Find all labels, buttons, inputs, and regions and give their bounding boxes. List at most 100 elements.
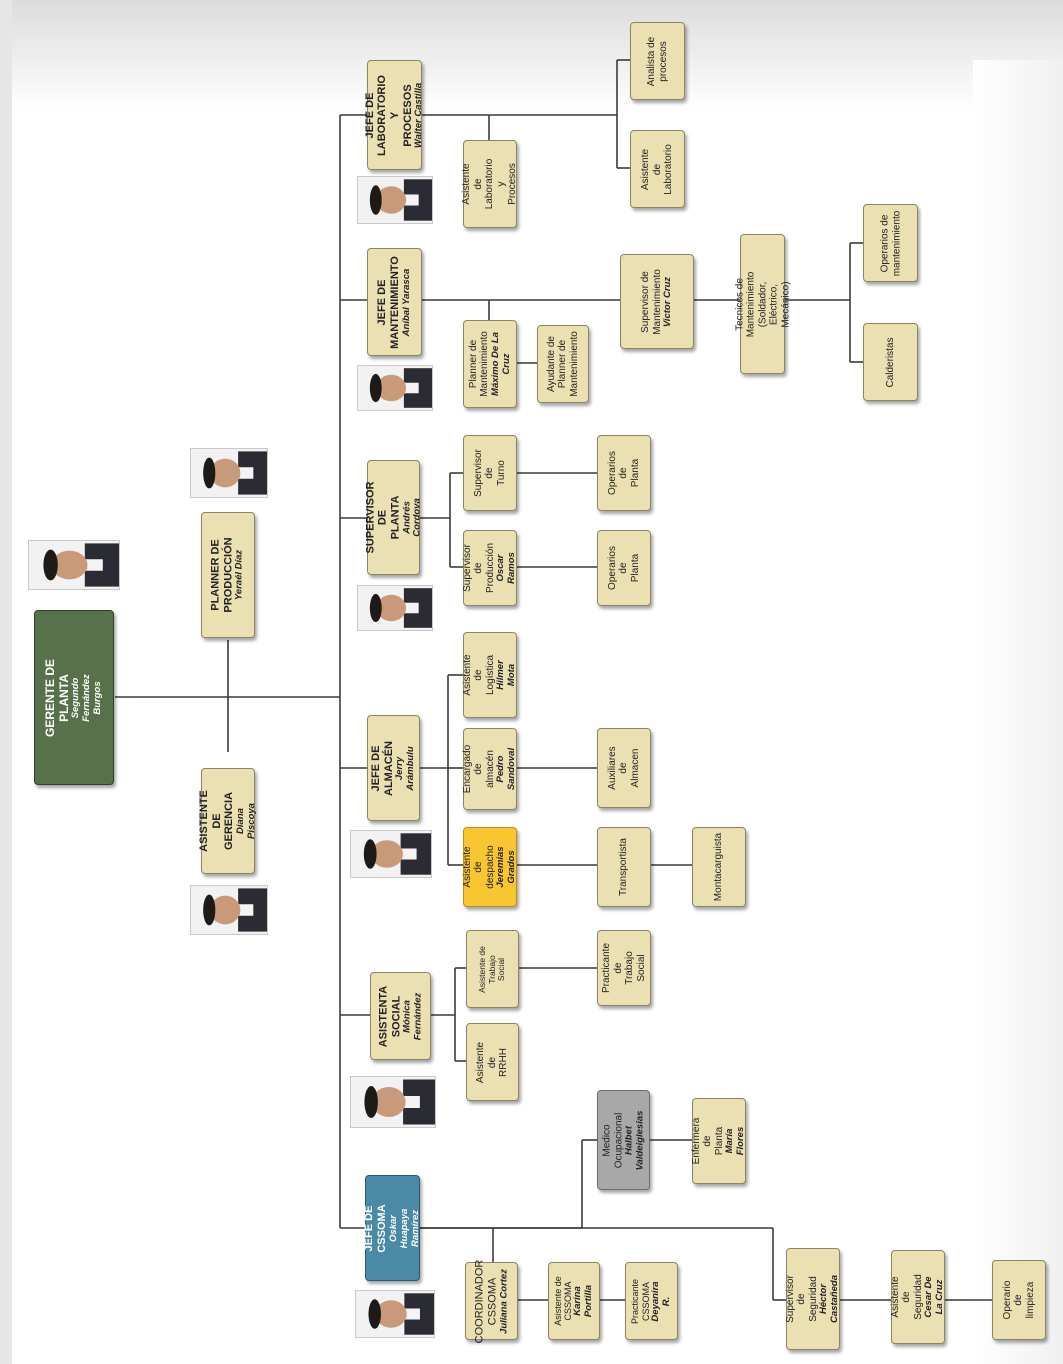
node-name: Aníbal Yarasca [400, 268, 412, 336]
node-title: Asistente de despacho [461, 845, 496, 889]
node-supervisor-turno[interactable]: Supervisor de Turno [463, 435, 517, 511]
portrait-silhouette [363, 833, 431, 875]
portrait-silhouette [203, 451, 267, 495]
node-title: SUPERVISOR DE PLANTA [363, 481, 401, 554]
node-title: COORDINADOR CSSOMA [473, 1259, 499, 1343]
node-title: JEFE DE ALMACÉN [369, 740, 395, 796]
node-operario-limpieza[interactable]: Operario de limpieza [992, 1260, 1046, 1340]
node-name: Máximo De La Cruz [489, 332, 512, 396]
node-name: Karina Portilla [572, 1284, 595, 1318]
node-name: Yeraél Díaz [234, 549, 246, 601]
portrait-silhouette [369, 588, 432, 628]
node-name: Pedro Sandoval [495, 747, 518, 791]
node-name: Juliana Cortez [497, 1268, 509, 1334]
photo-jefe-cssoma [355, 1290, 435, 1338]
node-title: Ayudante de Planner de Mantenimiento [545, 331, 580, 397]
node-title: JEFE DE LABORATORIO Y PROCESOS [363, 74, 414, 156]
node-asistente-laboratorio-procesos[interactable]: Asistente de Laboratorio y Procesos [461, 140, 519, 228]
background-top-band [0, 0, 1063, 110]
node-title: Asistente de Laboratorio [640, 143, 675, 195]
node-name: Cesar De La Cruz [923, 1276, 946, 1318]
node-operarios-planta-2[interactable]: Operarios de Planta [597, 530, 651, 606]
node-title: JEFE DE MANTENIMIENTO [376, 255, 402, 349]
node-calderistas[interactable]: Calderistas [863, 323, 918, 401]
node-title: Asistente de CSSOMA [552, 1276, 574, 1326]
node-title: Medico Ocupacional [601, 1112, 624, 1168]
node-asistente-trabajo-social[interactable]: Asistente de Trabajo Social [466, 930, 519, 1008]
node-transportista[interactable]: Transportista [597, 827, 651, 907]
node-title: Asistente de Seguridad [889, 1274, 924, 1320]
node-title: PLANNER DE PRODUCCIÓN [209, 537, 235, 613]
node-name: Hilmer Mota [495, 660, 518, 690]
node-title: Encargado de almacén [461, 744, 496, 794]
node-title: Operario de limpieza [1001, 1280, 1036, 1320]
node-operarios-mantenimiento[interactable]: Operarios de mantenimiento [863, 204, 918, 282]
node-title: Analista de procesos [646, 36, 669, 86]
portrait-silhouette [43, 543, 119, 587]
node-auxiliares-almacen[interactable]: Auxiliares de Almacen [597, 728, 651, 808]
photo-jefe-laboratorio [357, 176, 433, 224]
node-title: Supervisor de Mantenimiento [640, 268, 663, 335]
photo-jefe-mantenimiento [357, 365, 433, 411]
node-tecnicos-mantenimiento[interactable]: Tecnicos de Mantenimiento (Soldador, Elé… [734, 234, 791, 374]
node-name: Andrés Cordova [400, 498, 423, 537]
node-title: ASISTENTE DE GERENCIA [198, 790, 236, 852]
node-title: Operarios de Planta [606, 451, 641, 495]
node-title: Operarios de mantenimiento [879, 210, 902, 276]
node-name: Héctor Castañeda [818, 1274, 841, 1324]
node-title: Montacarguista [713, 832, 725, 902]
node-ayudante-planner[interactable]: Ayudante de Planner de Mantenimiento [537, 325, 589, 403]
node-name: Deyanira R. [649, 1280, 672, 1322]
portrait-silhouette [368, 1293, 434, 1335]
node-title: Supervisor de Seguridad [784, 1275, 819, 1323]
node-analista-procesos[interactable]: Analista de procesos [630, 22, 685, 100]
background-left-band [0, 0, 12, 1364]
node-title: GERENTE DE PLANTA [42, 658, 71, 737]
node-title: Asistente de Laboratorio y Procesos [461, 158, 519, 210]
node-name: Victor Cruz [662, 276, 674, 327]
node-title: Asistente de Logística [461, 654, 496, 696]
node-practicante-trabajo-social[interactable]: Practicante de Trabajo Social [597, 930, 651, 1006]
portrait-silhouette [364, 1079, 435, 1125]
portrait-silhouette [369, 179, 432, 221]
node-montacarguista[interactable]: Montacarguista [692, 827, 746, 907]
node-title: ASISTENTA SOCIAL [376, 985, 402, 1047]
background-right-shade [973, 60, 1063, 1364]
photo-asistente-gerencia [190, 885, 268, 935]
node-name: Jerry Arámbulu [394, 745, 417, 791]
node-name: Walter Castilla [413, 82, 425, 148]
node-title: Supervisor de Turno [472, 449, 507, 497]
node-title: Transportista [618, 838, 630, 896]
photo-planner-produccion [190, 448, 268, 498]
node-operarios-planta-1[interactable]: Operarios de Planta [597, 435, 651, 511]
node-title: Operarios de Planta [606, 546, 641, 590]
portrait-silhouette [203, 888, 267, 932]
photo-supervisor-planta [357, 585, 433, 631]
node-title: Asistente de RRHH [475, 1041, 510, 1083]
node-asistente-laboratorio[interactable]: Asistente de Laboratorio [630, 130, 685, 208]
node-asistente-rrhh[interactable]: Asistente de RRHH [466, 1023, 519, 1101]
